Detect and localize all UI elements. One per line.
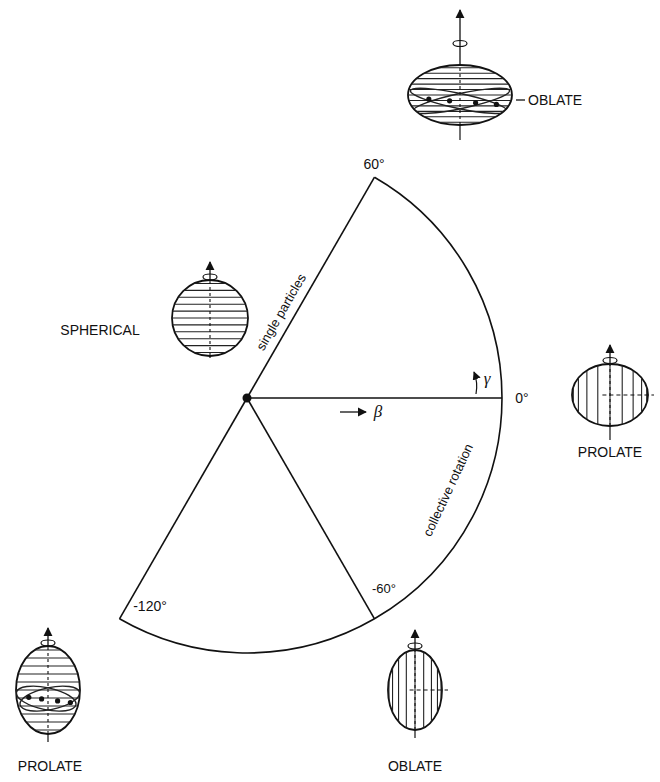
shape-label: SPHERICAL — [60, 323, 139, 337]
axis-symbol: β — [374, 403, 382, 420]
shape-label: OBLATE — [388, 759, 442, 773]
angle-label: -120° — [133, 599, 167, 613]
angle-label: 0° — [515, 391, 528, 405]
axis-minus-60 — [247, 398, 375, 619]
label-dash — [516, 99, 525, 100]
axis-symbol: γ — [484, 370, 491, 387]
nucleus-shape — [408, 10, 512, 140]
shape-label: OBLATE — [528, 93, 582, 107]
angle-label: -60° — [372, 582, 396, 595]
nucleus-shape — [388, 630, 448, 738]
beta-arrow — [340, 411, 366, 412]
gamma-arrow — [474, 372, 477, 394]
region-label: collective rotation — [421, 442, 475, 539]
nucleus-shape — [14, 628, 82, 742]
shape-label: PROLATE — [18, 759, 82, 773]
sector-arc — [120, 177, 503, 653]
origin-dot — [243, 394, 252, 403]
nucleus-shape — [572, 345, 654, 440]
axis-60 — [247, 177, 375, 398]
axis-minus-120 — [120, 398, 248, 619]
nucleus-shape — [172, 262, 248, 358]
axis-0 — [247, 397, 502, 399]
shape-label: PROLATE — [578, 445, 642, 459]
angle-label: 60° — [363, 157, 384, 171]
